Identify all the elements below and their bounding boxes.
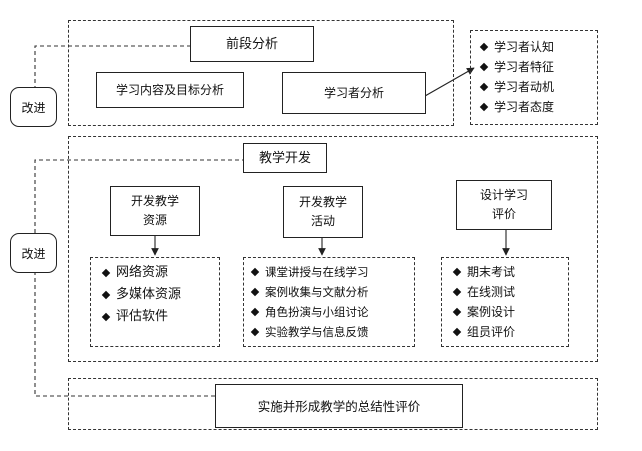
evaluation-item: 组员评价 — [452, 322, 568, 342]
resources-title-box: 开发教学 资源 — [110, 186, 200, 236]
resources-title-line: 资源 — [142, 213, 167, 227]
development-title: 教学开发 — [258, 150, 311, 166]
activities-title-box: 开发教学 活动 — [283, 186, 363, 238]
feedback-label-middle: 改进 — [21, 246, 46, 261]
resources-item: 网络资源 — [101, 262, 219, 284]
diamond-bullet-icon — [452, 267, 462, 277]
development-section — [68, 136, 598, 362]
front-analysis-title: 前段分析 — [225, 36, 278, 52]
evaluation-list-box: 期末考试 在线测试 案例设计 组员评价 — [441, 257, 569, 347]
feedback-label-top: 改进 — [21, 100, 46, 115]
diamond-bullet-icon — [452, 287, 462, 297]
diamond-bullet-icon — [452, 307, 462, 317]
diamond-bullet-icon — [250, 267, 260, 277]
resources-list-box: 网络资源 多媒体资源 评估软件 — [90, 257, 220, 347]
activities-item: 课堂讲授与在线学习 — [250, 262, 414, 282]
activities-item: 实验教学与信息反馈 — [250, 322, 414, 342]
diamond-bullet-icon — [479, 42, 489, 52]
learner-item: 学习者特征 — [479, 57, 597, 77]
learner-analysis-box: 学习者分析 — [282, 72, 426, 114]
resources-item: 评估软件 — [101, 306, 219, 328]
diamond-bullet-icon — [250, 327, 260, 337]
activities-title-line: 活动 — [310, 214, 335, 228]
diamond-bullet-icon — [479, 82, 489, 92]
implementation-title-box: 实施并形成教学的总结性评价 — [215, 384, 463, 428]
development-title-box: 教学开发 — [243, 143, 327, 173]
diamond-bullet-icon — [250, 307, 260, 317]
diamond-bullet-icon — [250, 287, 260, 297]
front-analysis-title-box: 前段分析 — [190, 26, 314, 62]
evaluation-title-line: 设计学习 — [479, 188, 528, 202]
diamond-bullet-icon — [452, 327, 462, 337]
resources-title-line: 开发教学 — [130, 194, 179, 208]
activities-item: 角色扮演与小组讨论 — [250, 302, 414, 322]
diamond-bullet-icon — [101, 290, 111, 300]
evaluation-title-line: 评价 — [491, 207, 516, 221]
diamond-bullet-icon — [101, 268, 111, 278]
evaluation-item: 期末考试 — [452, 262, 568, 282]
learner-item: 学习者态度 — [479, 97, 597, 117]
feedback-line-main — [34, 159, 243, 397]
front-analysis-section — [68, 20, 454, 126]
diamond-bullet-icon — [479, 62, 489, 72]
activities-title-line: 开发教学 — [298, 195, 347, 209]
learner-analysis-label: 学习者分析 — [323, 85, 384, 100]
feedback-box-middle: 改进 — [10, 233, 57, 273]
diamond-bullet-icon — [101, 312, 111, 322]
resources-item: 多媒体资源 — [101, 284, 219, 306]
evaluation-title-box: 设计学习 评价 — [456, 180, 552, 230]
activities-item: 案例收集与文献分析 — [250, 282, 414, 302]
content-analysis-label: 学习内容及目标分析 — [115, 82, 224, 97]
diamond-bullet-icon — [479, 102, 489, 112]
content-analysis-box: 学习内容及目标分析 — [96, 72, 244, 108]
implementation-title: 实施并形成教学的总结性评价 — [257, 398, 421, 414]
feedback-box-top: 改进 — [10, 87, 57, 127]
learner-item: 学习者认知 — [479, 37, 597, 57]
learner-items-box: 学习者认知 学习者特征 学习者动机 学习者态度 — [470, 30, 598, 125]
evaluation-item: 在线测试 — [452, 282, 568, 302]
evaluation-item: 案例设计 — [452, 302, 568, 322]
learner-item: 学习者动机 — [479, 77, 597, 97]
learner-arrow — [424, 67, 475, 97]
implementation-section — [68, 378, 598, 430]
feedback-line-top — [34, 45, 190, 90]
activities-list-box: 课堂讲授与在线学习 案例收集与文献分析 角色扮演与小组讨论 实验教学与信息反馈 — [243, 257, 415, 347]
